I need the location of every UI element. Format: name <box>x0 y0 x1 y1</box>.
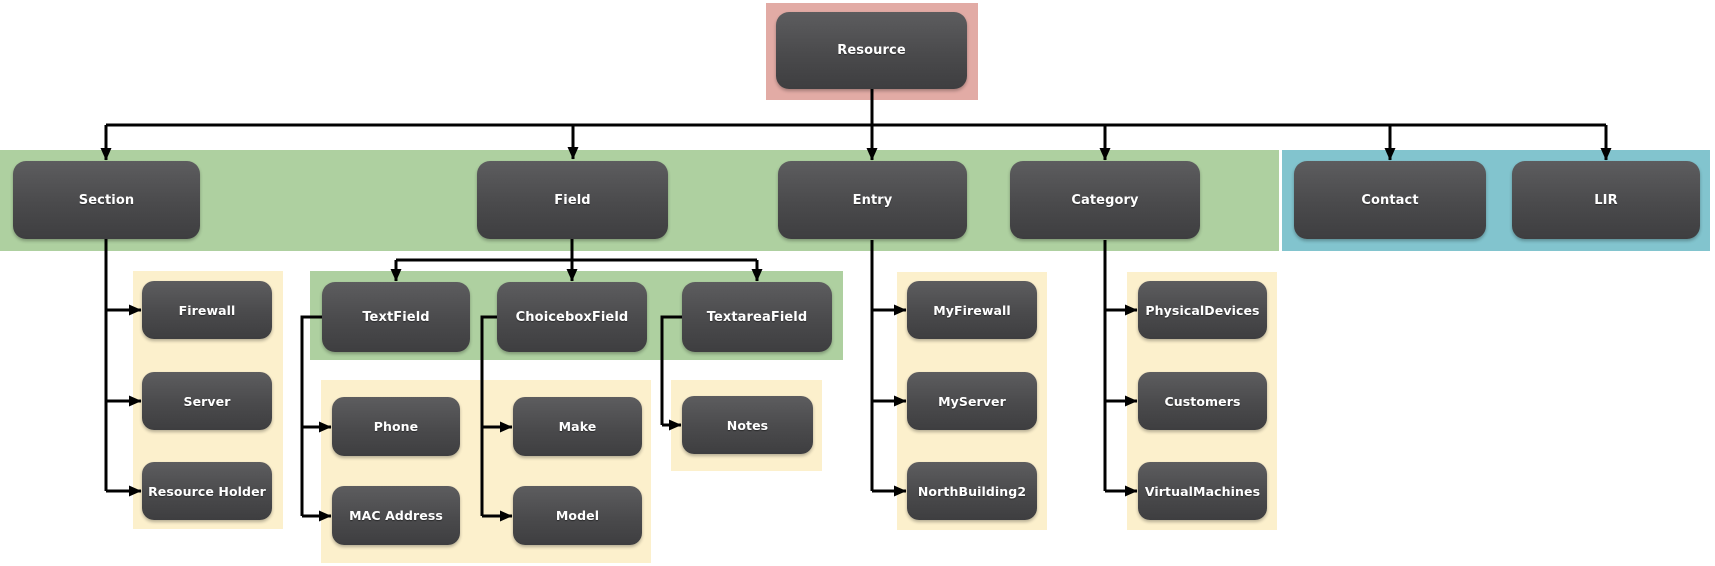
node-physicaldevices: PhysicalDevices <box>1138 281 1267 339</box>
node-myserver: MyServer <box>907 372 1037 430</box>
node-notes: Notes <box>682 396 813 454</box>
node-virtualmachines: VirtualMachines <box>1138 462 1267 520</box>
node-resource: Resource <box>776 12 967 89</box>
node-make: Make <box>513 397 642 456</box>
node-lir: LIR <box>1512 161 1700 239</box>
node-entry: Entry <box>778 161 967 239</box>
node-field: Field <box>477 161 668 239</box>
node-northbuilding2: NorthBuilding2 <box>907 462 1037 520</box>
node-model: Model <box>513 486 642 545</box>
node-textfield: TextField <box>322 282 470 352</box>
node-textareafield: TextareaField <box>682 282 832 352</box>
node-firewall: Firewall <box>142 281 272 339</box>
node-category: Category <box>1010 161 1200 239</box>
node-myfirewall: MyFirewall <box>907 281 1037 339</box>
node-resource-holder: Resource Holder <box>142 462 272 520</box>
node-server: Server <box>142 372 272 430</box>
node-customers: Customers <box>1138 372 1267 430</box>
node-phone: Phone <box>332 397 460 456</box>
node-choiceboxfield: ChoiceboxField <box>497 282 647 352</box>
node-mac-address: MAC Address <box>332 486 460 545</box>
node-contact: Contact <box>1294 161 1486 239</box>
node-section: Section <box>13 161 200 239</box>
